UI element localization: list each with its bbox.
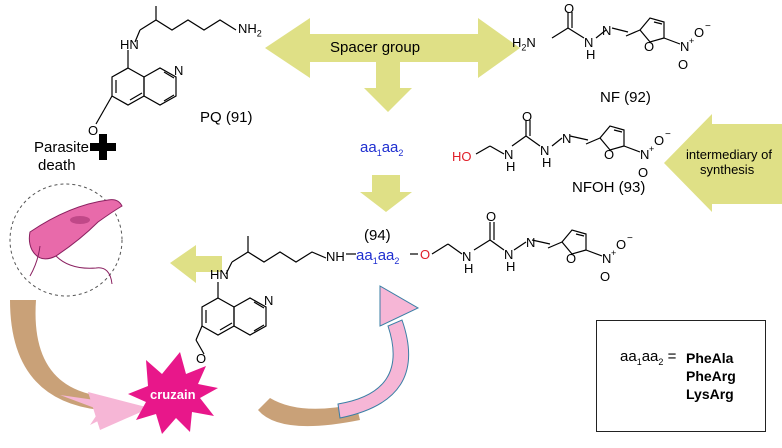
- atom-n2-hybrid: N: [504, 247, 514, 262]
- atom-o-carbonyl-hybrid: O: [486, 209, 497, 224]
- atom-nitro-plus-nfoh: +: [649, 144, 655, 154]
- atom-n-nf: N: [584, 35, 594, 50]
- parasite-label-line2: death: [38, 157, 76, 174]
- atom-n-hybrid: N: [264, 293, 274, 308]
- atom-nh-hybrid: NH: [326, 249, 345, 264]
- atom-minus-hybrid: −: [627, 233, 633, 244]
- atom-hn-hybrid: HN: [210, 267, 229, 282]
- legend-key: aa1aa2 =: [620, 348, 677, 367]
- atom-o-minus-nfoh: O: [654, 133, 665, 148]
- curved-arrow-blue-head: [379, 285, 420, 327]
- trypanosome-icon: [28, 199, 123, 285]
- atom-n3-hybrid: N: [526, 235, 536, 250]
- aa-label-hybrid: aa1aa2: [356, 247, 400, 266]
- pq-structure: [95, 6, 237, 125]
- atom-h2n-nf: H2N: [512, 35, 536, 53]
- atom-n2-nfoh: N: [540, 143, 550, 158]
- spacer-group-label: Spacer group: [330, 39, 421, 56]
- atom-nitro-plus-hybrid: +: [611, 248, 617, 258]
- intermediary-label-line1: intermediary of: [686, 147, 772, 162]
- plus-icon: [90, 134, 116, 160]
- atom-o2-hybrid: O: [600, 269, 611, 284]
- curved-arrow-head: [88, 392, 150, 430]
- atom-o-hybrid: O: [196, 351, 207, 366]
- atom-h1-hybrid: H: [464, 261, 474, 276]
- atom-o-nf-carbonyl: O: [564, 1, 575, 16]
- atom-n3-nfoh: N: [562, 131, 572, 146]
- atom-h-nf: H: [586, 47, 596, 62]
- cruzain-label: cruzain: [150, 387, 196, 402]
- spacer-arrow: [265, 18, 520, 112]
- atom-o-pq: O: [88, 123, 99, 138]
- atom-o-furan-nfoh: O: [604, 147, 615, 162]
- curved-arrow-right: [258, 398, 360, 427]
- hybrid-structure: [195, 222, 603, 355]
- atom-minus-nf: −: [705, 21, 711, 32]
- left-arrow: [170, 245, 222, 283]
- atom-o-linker-hybrid: O: [420, 247, 431, 262]
- atom-n-nfoh: N: [504, 147, 514, 162]
- aa-label: aa1aa2: [360, 139, 404, 158]
- atom-h-nfoh: H: [506, 159, 516, 174]
- legend-value-pheala: PheAla: [686, 350, 734, 366]
- legend-value-lysarg: LysArg: [686, 386, 734, 402]
- atom-n-pq: N: [174, 63, 184, 78]
- atom-o-nfoh-carbonyl: O: [522, 109, 533, 124]
- atom-nitro-plus-nf: +: [689, 36, 695, 46]
- pq-label: PQ (91): [200, 109, 253, 126]
- nf-label: NF (92): [600, 89, 651, 106]
- legend-value-phearg: PheArg: [686, 368, 736, 384]
- atom-o-minus-hybrid: O: [616, 237, 627, 252]
- atom-nh2-pq: NH2: [238, 21, 262, 39]
- atom-ho-nfoh: HO: [452, 149, 472, 164]
- atom-o2-nfoh: O: [638, 165, 649, 180]
- curved-arrow-brown-pink: [10, 300, 100, 410]
- legend-box: [596, 320, 766, 432]
- hybrid-label: (94): [364, 227, 391, 244]
- atom-o-minus-nf: O: [694, 25, 705, 40]
- atom-nitro-hybrid: N: [602, 251, 612, 266]
- atom-minus-nfoh: −: [665, 129, 671, 140]
- nfoh-label: NFOH (93): [572, 179, 646, 196]
- atom-o2-nf: O: [678, 57, 689, 72]
- atom-hn-pq: HN: [120, 37, 139, 52]
- atom-h2-hybrid: H: [506, 259, 516, 274]
- atom-o-furan-nf: O: [644, 39, 655, 54]
- atom-o-furan-hybrid: O: [566, 251, 577, 266]
- cruzain-star: [128, 352, 218, 434]
- atom-h2-nfoh: H: [542, 155, 552, 170]
- down-arrow: [360, 175, 412, 212]
- atom-nitro-nfoh: N: [640, 147, 650, 162]
- intermediary-arrow: [664, 114, 782, 212]
- atom-n2-nf: N: [602, 23, 612, 38]
- parasite-circle: [9, 183, 123, 297]
- parasite-label-line1: Parasite: [34, 139, 90, 156]
- nf-structure: [551, 12, 681, 45]
- atom-n1-hybrid: N: [462, 249, 472, 264]
- nfoh-structure: [475, 120, 641, 155]
- atom-nitro-nf: N: [680, 39, 690, 54]
- curved-arrow-blue-body: [337, 319, 410, 419]
- intermediary-label-line2: synthesis: [700, 162, 755, 177]
